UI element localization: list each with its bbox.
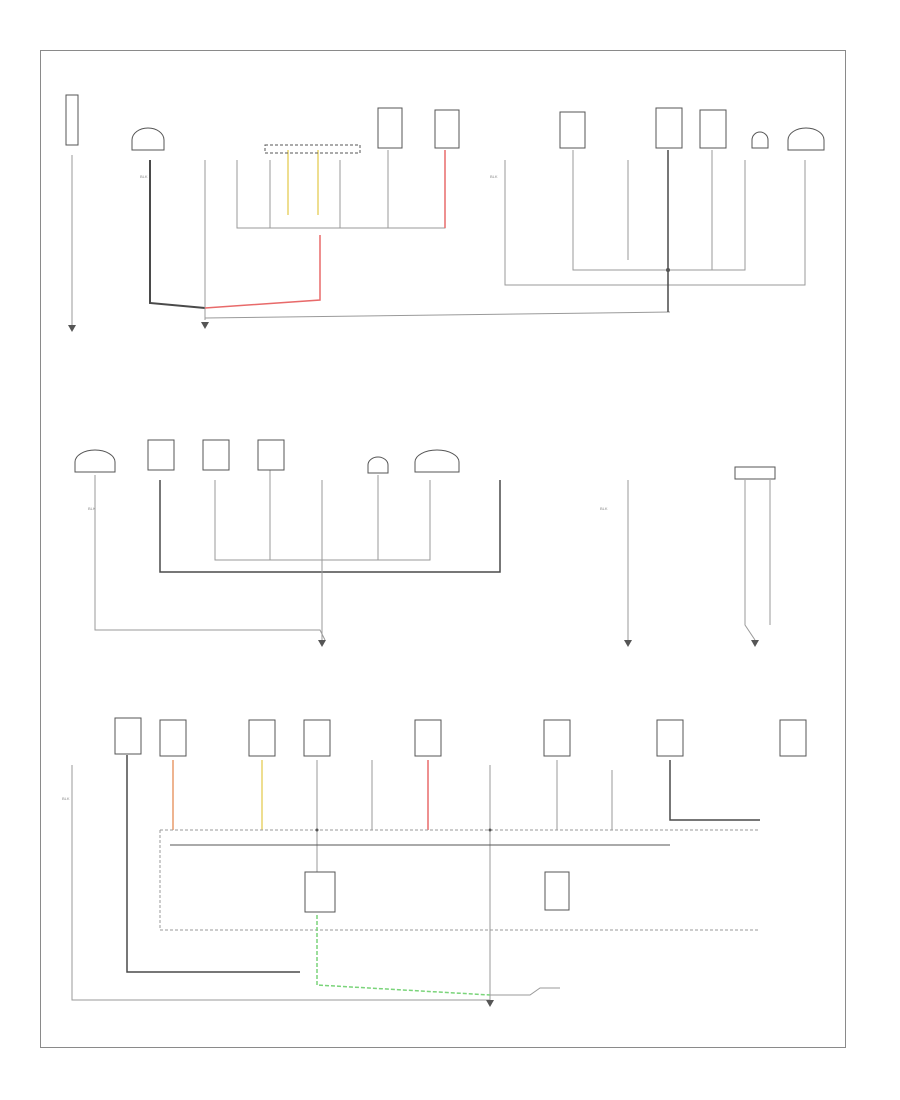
ground-symbol	[201, 322, 209, 329]
wire-label: BLK	[62, 796, 70, 801]
connector	[543, 719, 571, 757]
wire	[94, 475, 326, 641]
diagram-frame	[40, 50, 846, 1048]
connector	[655, 107, 683, 149]
ground-symbol	[68, 325, 76, 332]
connector	[414, 719, 442, 757]
connector-outline	[264, 144, 361, 154]
wire-black	[149, 160, 206, 309]
ground-symbol	[751, 640, 759, 647]
ground-symbol	[486, 1000, 494, 1007]
connector	[787, 127, 825, 151]
connector	[656, 719, 684, 757]
ground-points	[68, 268, 759, 1007]
connector	[248, 719, 276, 757]
wire-red	[204, 235, 321, 309]
wire-label: BLK	[490, 174, 498, 179]
wire	[236, 150, 446, 229]
wire	[490, 987, 560, 996]
wires-middle-section	[94, 470, 771, 641]
wire-label: BLK	[88, 506, 96, 511]
splice	[488, 828, 492, 832]
wire	[504, 160, 806, 286]
wires-top-section	[71, 150, 806, 325]
wire-label: BLK	[140, 174, 148, 179]
connector	[114, 717, 142, 755]
wire-green	[316, 915, 491, 996]
wire-label: BLK	[600, 506, 608, 511]
connector	[303, 719, 331, 757]
connector	[734, 466, 776, 480]
connector	[434, 109, 460, 149]
connector	[202, 439, 230, 471]
connector	[751, 131, 769, 149]
connector	[159, 719, 187, 757]
connector	[257, 439, 285, 471]
splice	[315, 828, 319, 832]
connector	[131, 127, 165, 151]
connector	[414, 449, 460, 473]
connector	[74, 449, 116, 473]
wire	[204, 311, 671, 319]
wire-black	[159, 480, 501, 573]
connector	[699, 109, 727, 149]
ground-symbol	[318, 640, 326, 647]
wire	[572, 150, 746, 271]
shield-wire	[159, 830, 760, 931]
connector-pin-labels: BLK BLK BLK BLK BLK	[62, 174, 608, 801]
connector	[367, 456, 389, 474]
battery-connector	[65, 94, 79, 146]
connector	[559, 111, 586, 149]
wires-bottom-section	[71, 755, 760, 1001]
connector	[147, 439, 175, 471]
module-box	[304, 871, 336, 913]
ground-symbol	[624, 640, 632, 647]
wire-black	[126, 755, 300, 973]
wire	[71, 765, 490, 1001]
components	[65, 94, 825, 913]
splice	[666, 268, 670, 272]
wire-black	[669, 760, 760, 821]
module-box	[544, 871, 570, 911]
connector	[377, 107, 403, 149]
wire	[744, 480, 756, 641]
connector	[779, 719, 807, 757]
